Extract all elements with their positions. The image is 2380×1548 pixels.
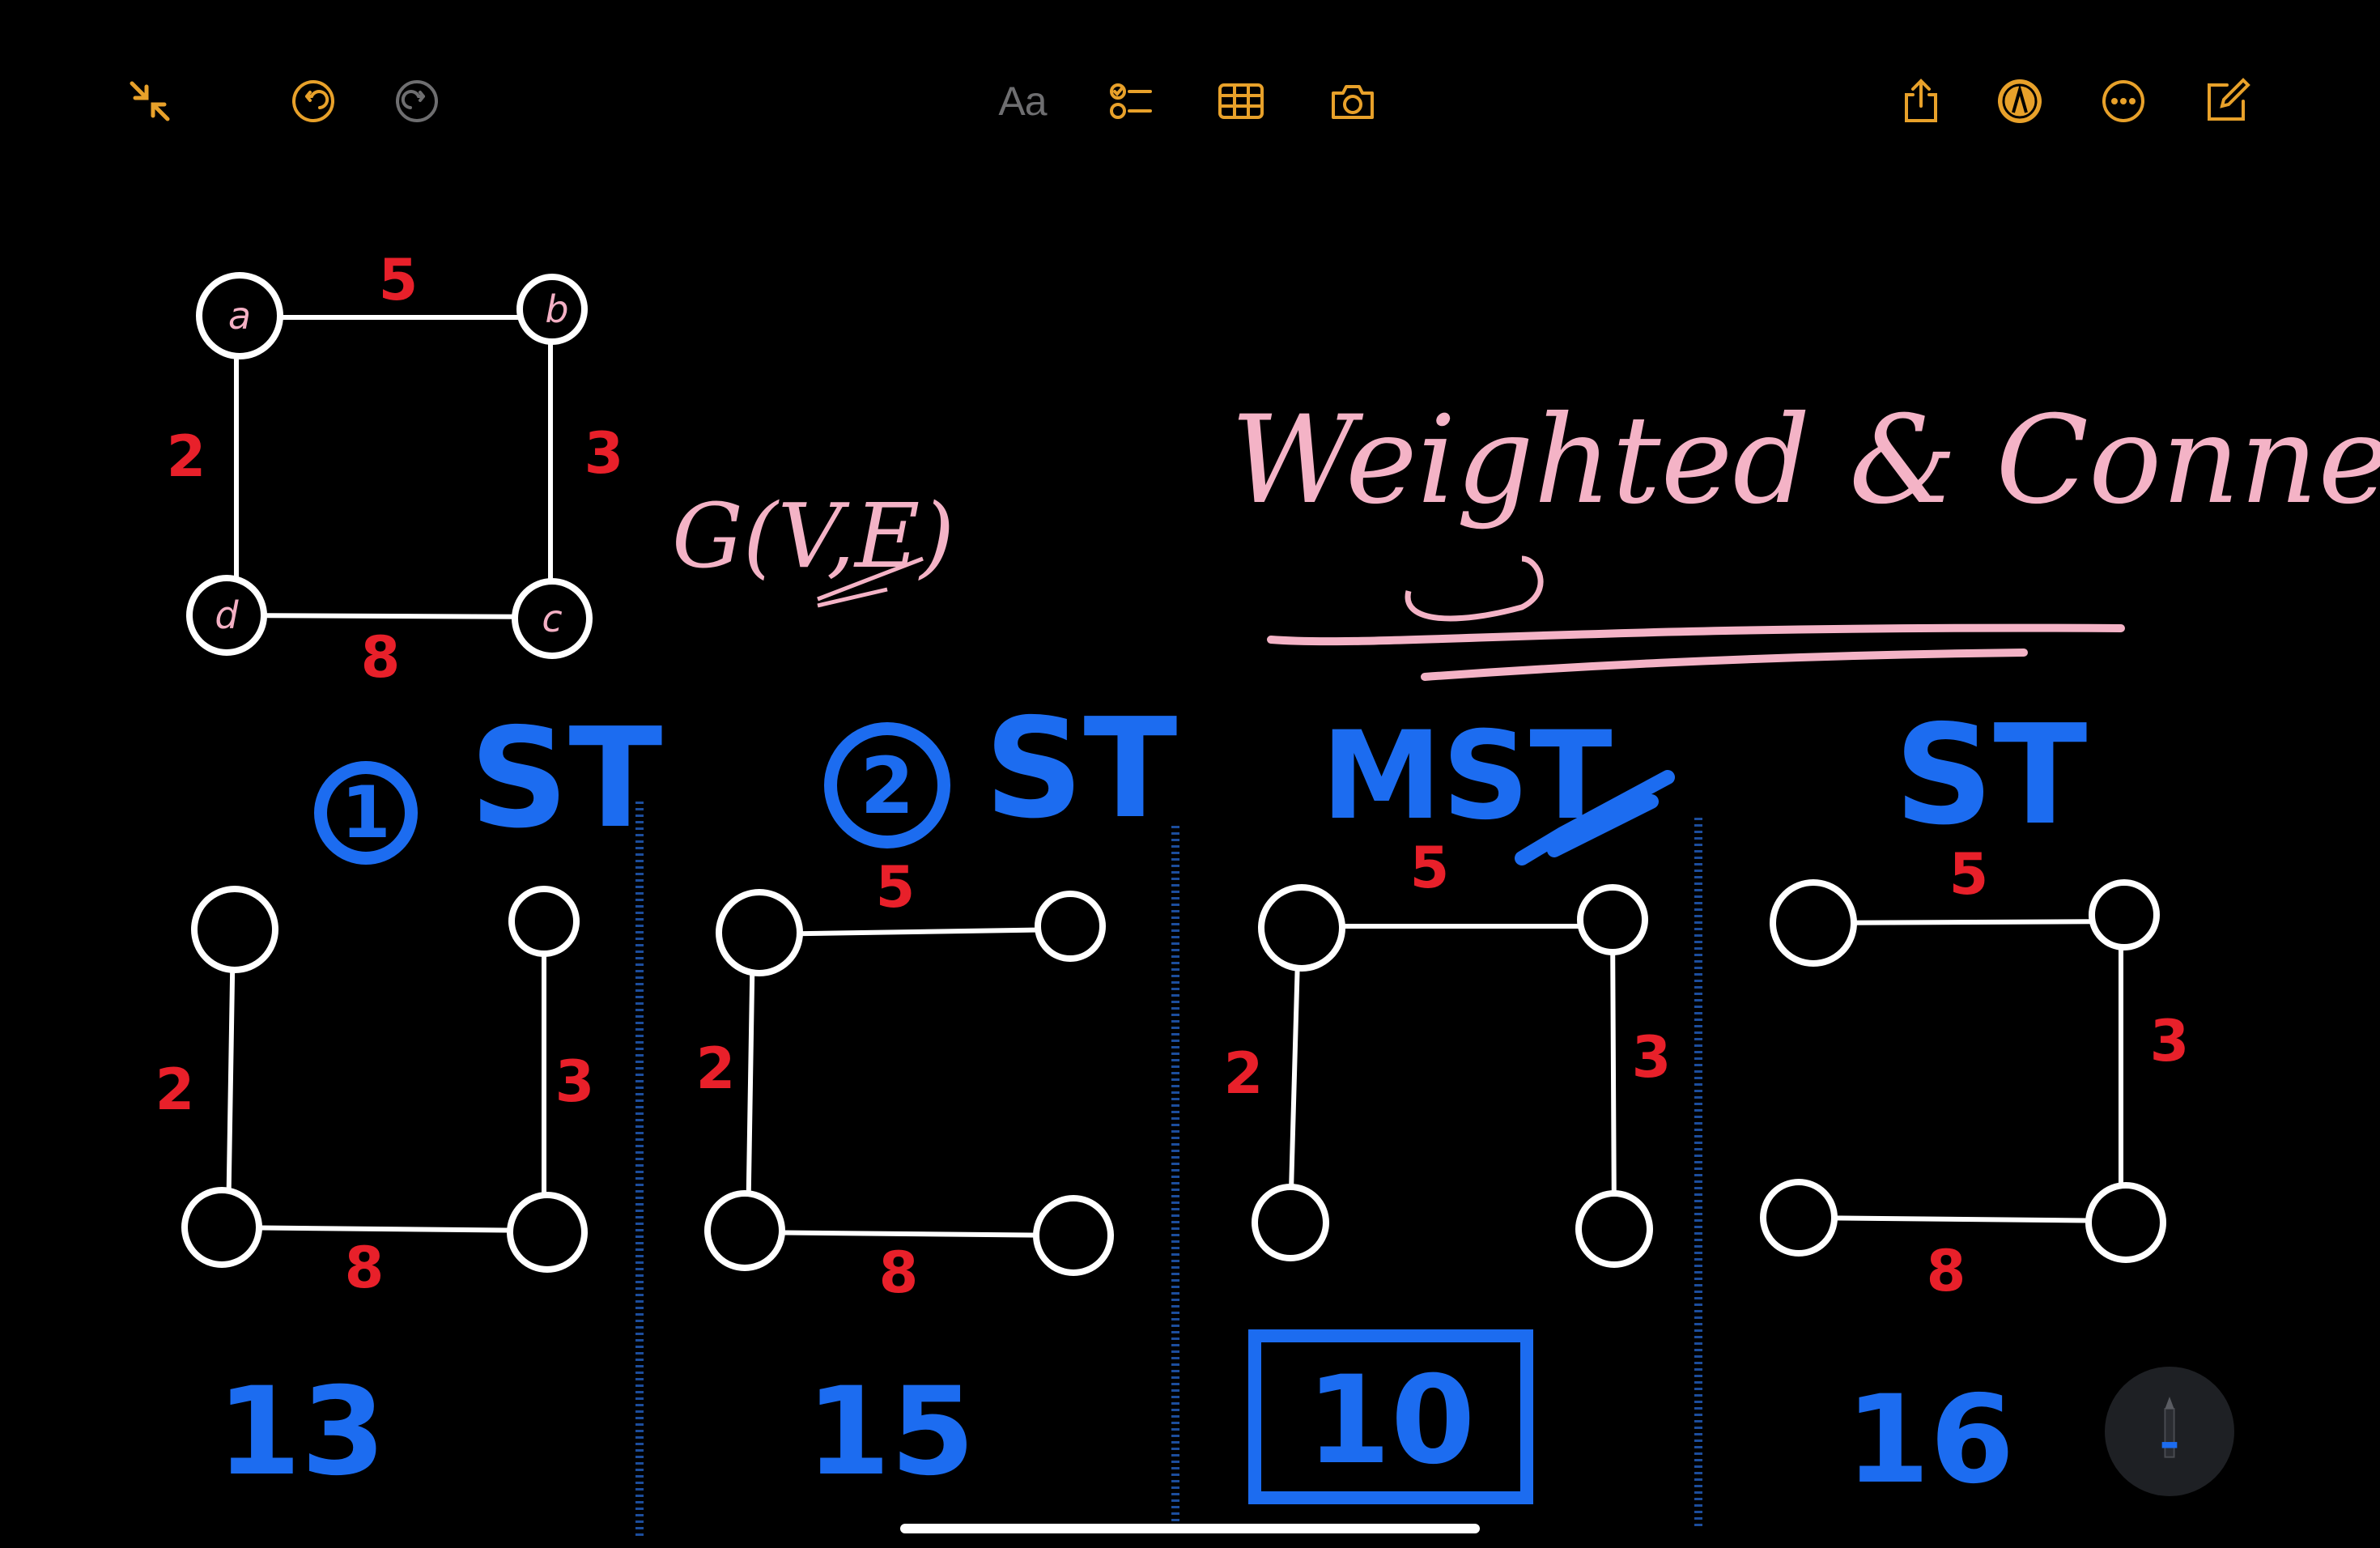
tree-total: 10: [1307, 1350, 1476, 1491]
tree-node: [507, 1192, 588, 1273]
node-label: a: [228, 294, 251, 338]
heading: Weighted & Connected: [1230, 390, 2380, 531]
graph-node: [516, 274, 588, 345]
share-icon[interactable]: [1885, 65, 1957, 138]
tree-node: [1033, 1195, 1114, 1276]
tree-node: [1252, 1184, 1329, 1261]
edge-weight: 8: [879, 1240, 919, 1306]
tree-number: 2: [861, 741, 915, 831]
edge-weight: 5: [1410, 835, 1450, 901]
camera-icon[interactable]: [1316, 65, 1389, 138]
tree-number-circle: [314, 761, 418, 865]
edge-weight: 2: [155, 1057, 195, 1123]
heading-loop: [1405, 555, 1544, 622]
edge-weight: 5: [876, 854, 916, 921]
text-format-label: Aa: [998, 79, 1047, 124]
node-label: b: [545, 287, 568, 331]
graph-notation: G(V,E): [672, 484, 954, 588]
tree-edge: [219, 1225, 548, 1233]
tree-edge: [1288, 927, 1301, 1222]
total-highlight-box: [1248, 1329, 1533, 1504]
tree-number: 1: [341, 771, 390, 854]
edge-weight: 5: [1949, 841, 1989, 908]
graph-edge: [224, 613, 553, 619]
graph-node: [196, 272, 283, 359]
spanning-tree-1: 1 ST 2 3 8 13: [155, 699, 663, 1503]
edge-weight: 3: [584, 420, 624, 487]
tree-edge: [226, 927, 236, 1227]
edge-weight: 2: [696, 1036, 736, 1102]
node-label: d: [215, 593, 239, 637]
tree-node: [1577, 884, 1648, 955]
tree-edge: [746, 932, 755, 1233]
check-mark: [1515, 770, 1675, 865]
tree-total: 15: [806, 1362, 975, 1503]
edge-weight: 8: [361, 624, 401, 691]
text-format-button[interactable]: Aa: [986, 65, 1059, 138]
edge-weight: 8: [345, 1235, 385, 1301]
tree-label: ST: [984, 689, 1177, 849]
checklist-icon[interactable]: [1094, 65, 1167, 138]
undo-icon[interactable]: [277, 65, 350, 138]
redo-icon[interactable]: [380, 65, 453, 138]
tree-node: [1258, 884, 1345, 972]
edge-weight: 3: [1632, 1024, 1672, 1091]
spanning-tree-4: ST 5 3 8 16: [1760, 695, 2190, 1511]
edge-weight: 3: [2150, 1008, 2190, 1074]
pencil-tool-button[interactable]: [2105, 1367, 2234, 1496]
edge-weight: 5: [379, 247, 419, 313]
tree-total: 16: [1846, 1370, 2015, 1511]
compose-icon[interactable]: [2191, 65, 2263, 138]
edge-weight: 2: [167, 423, 206, 490]
tree-node: [191, 886, 278, 973]
tree-node: [181, 1187, 262, 1268]
home-indicator[interactable]: [900, 1524, 1480, 1533]
tree-label: ST: [470, 699, 662, 859]
more-ellipsis-icon[interactable]: [2087, 65, 2160, 138]
tree-node: [508, 886, 580, 957]
tree-node: [2089, 879, 2160, 950]
tree-edge: [1610, 921, 1617, 1230]
spanning-tree-2: 2 ST 5 2 8 15: [696, 689, 1178, 1503]
edge-weight: 3: [555, 1048, 595, 1115]
tree-node: [704, 1190, 785, 1271]
edge-weight: 8: [1927, 1238, 1966, 1304]
tree-total: 13: [217, 1362, 386, 1503]
tree-node: [1760, 1179, 1838, 1257]
markup-pen-icon[interactable]: [1983, 65, 2056, 138]
toolbar: Aa: [0, 0, 2380, 202]
graph-node: [186, 575, 267, 656]
tree-node: [1035, 891, 1106, 962]
heading-underline: [1267, 623, 2125, 646]
graph-node: [512, 578, 593, 659]
original-graph: a b c d 5 3 8 2: [167, 247, 624, 691]
pencil-icon: [2161, 1397, 2178, 1458]
minimum-spanning-tree: MST 5 2 3 10: [1224, 706, 1675, 1504]
tree-node: [2085, 1182, 2166, 1263]
tree-edge: [742, 1230, 1076, 1238]
tree-edge: [1796, 1215, 2128, 1223]
collapse-arrows-icon[interactable]: [113, 65, 186, 138]
node-label: c: [542, 597, 562, 640]
edge-weight: 2: [1224, 1040, 1264, 1107]
tree-edge: [755, 927, 1071, 937]
tree-number-circle: [824, 722, 950, 848]
table-icon[interactable]: [1205, 65, 1277, 138]
tree-label: ST: [1894, 695, 2087, 856]
tree-label: MST: [1321, 706, 1613, 847]
tree-node: [1770, 879, 1857, 967]
tree-node: [716, 889, 803, 976]
tree-edge: [1811, 919, 2128, 925]
notation-underline: [817, 556, 924, 608]
tree-node: [1575, 1190, 1653, 1268]
heading-underline: [1421, 649, 2028, 681]
